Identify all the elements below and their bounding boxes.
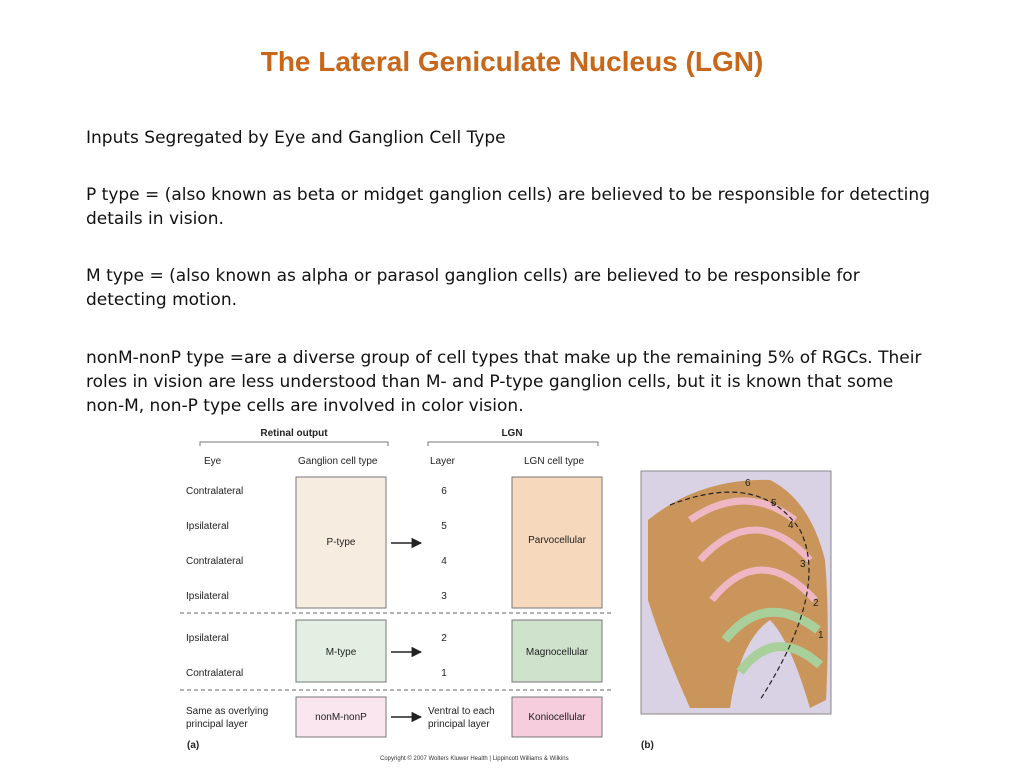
eye-row-7-line2: principal layer [186, 719, 248, 730]
eye-row-6: Contralateral [186, 668, 243, 679]
nonmp-type-label: nonM-nonP [315, 712, 367, 723]
koniocellular-label: Koniocellular [528, 712, 586, 723]
slide-title: The Lateral Geniculate Nucleus (LGN) [260, 46, 764, 77]
eye-row-3: Contralateral [186, 556, 243, 567]
lgn-tissue-section-image [640, 470, 832, 715]
layer-3-label: 3 [441, 591, 447, 602]
p-type-box [295, 476, 387, 609]
paragraph-nonm-nonp-type: nonM-nonP type =are a diverse group of c… [86, 348, 922, 416]
paragraph-inputs: Inputs Segregated by Eye and Ganglion Ce… [86, 128, 506, 148]
m-type-label: M-type [326, 647, 357, 658]
layer-1-label: 1 [441, 668, 447, 679]
col-eye-header: Eye [204, 456, 222, 467]
layer-4-label: 4 [441, 556, 447, 567]
col-ganglion-header: Ganglion cell type [298, 456, 378, 467]
m-type-box [295, 619, 387, 683]
eye-row-4: Ipsilateral [186, 591, 229, 602]
koniocellular-box [511, 696, 603, 738]
col-layer-header: Layer [430, 456, 456, 467]
magnocellular-label: Magnocellular [526, 647, 589, 658]
eye-row-2: Ipsilateral [186, 521, 229, 532]
section-layer-4-label: 4 [788, 520, 794, 531]
paragraph-m-type: M type = (also known as alpha or parasol… [86, 266, 860, 310]
section-layer-5-label: 5 [771, 498, 777, 509]
layer-ventral-line2: principal layer [428, 719, 490, 730]
nonmp-type-box [295, 696, 387, 738]
magnocellular-box [511, 619, 603, 683]
section-layer-2-label: 2 [813, 598, 819, 609]
p-type-label: P-type [327, 537, 356, 548]
layer-6-label: 6 [441, 486, 447, 497]
parvocellular-label: Parvocellular [528, 535, 586, 546]
paragraph-p-type: P type = (also known as beta or midget g… [86, 185, 930, 229]
section-layer-1-label: 1 [818, 630, 824, 641]
eye-row-5: Ipsilateral [186, 633, 229, 644]
layer-ventral-line1: Ventral to each [428, 706, 495, 717]
eye-row-7-line1: Same as overlying [186, 706, 268, 717]
section-layer-3-label: 3 [800, 559, 806, 570]
lgn-header: LGN [501, 428, 522, 439]
section-layer-6-label: 6 [745, 478, 751, 489]
lgn-bracket [427, 441, 599, 446]
layer-2-label: 2 [441, 633, 447, 644]
retinal-bracket [199, 441, 389, 446]
layer-5-label: 5 [441, 521, 447, 532]
col-lgn-cell-header: LGN cell type [524, 456, 584, 467]
panel-b-label: (b) [641, 740, 654, 751]
copyright-notice: Copyright © 2007 Wolters Kluwer Health |… [380, 756, 569, 762]
retinal-output-header: Retinal output [260, 428, 328, 439]
parvocellular-box [511, 476, 603, 609]
panel-a-label: (a) [187, 740, 199, 751]
eye-row-1: Contralateral [186, 486, 243, 497]
